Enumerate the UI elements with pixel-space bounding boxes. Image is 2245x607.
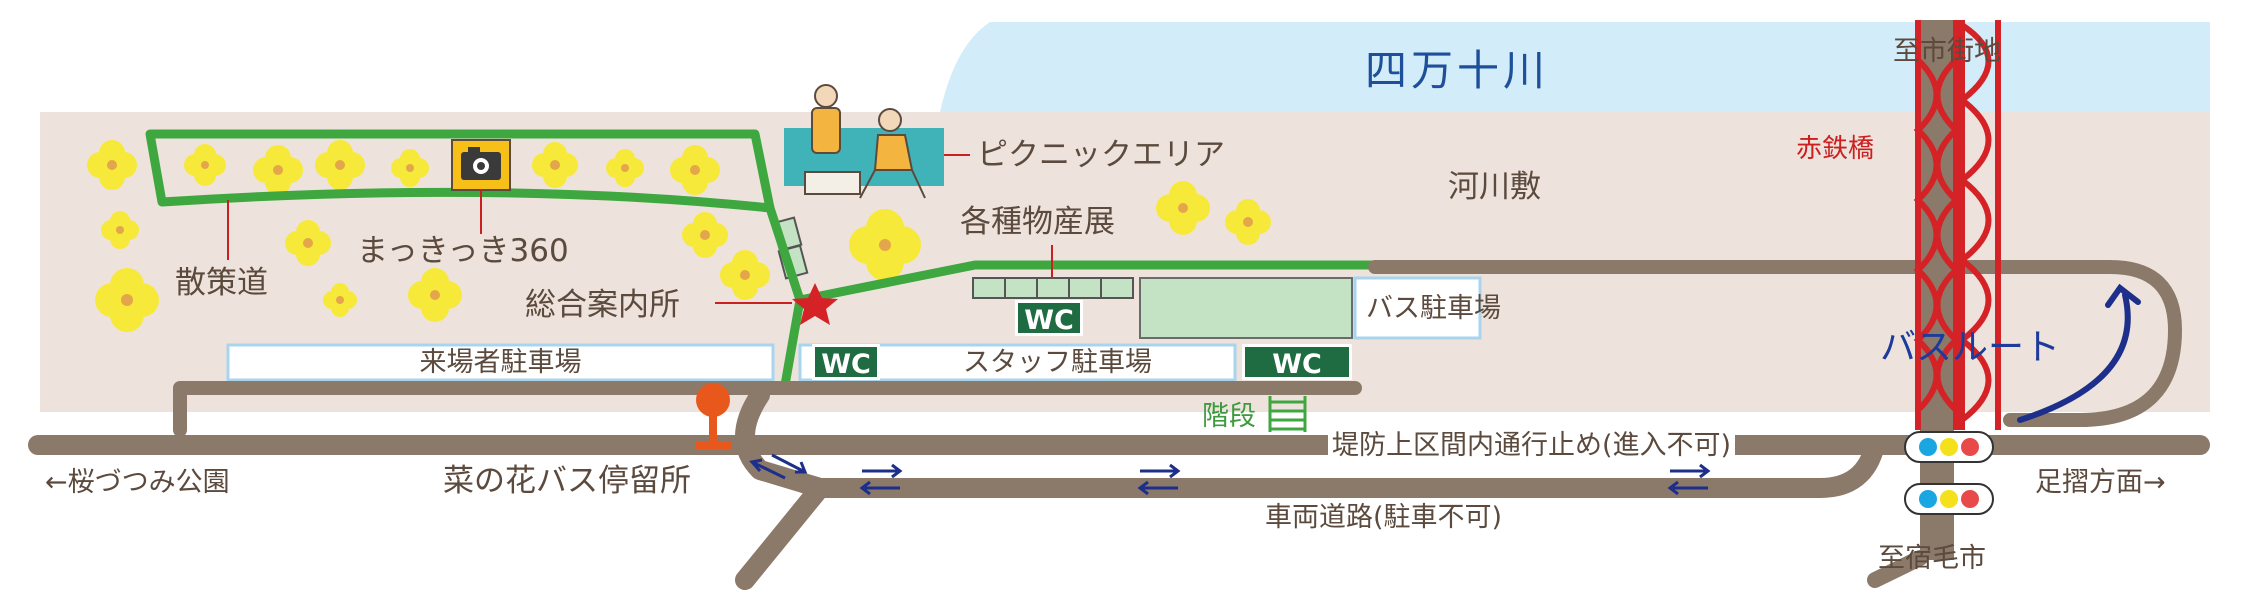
red-iron-bridge bbox=[1913, 20, 2001, 560]
direction-west: ←桜づつみ公園 bbox=[45, 467, 230, 498]
stairs-icon bbox=[1268, 396, 1307, 432]
camera-icon bbox=[451, 139, 511, 191]
star-icon bbox=[792, 283, 838, 325]
product-fair-label: 各種物産展 bbox=[960, 204, 1115, 240]
bus-parking-label: バス駐車場 bbox=[1366, 293, 1501, 324]
riverbed-label: 河川敷 bbox=[1448, 169, 1541, 205]
bus-stop-icon bbox=[695, 383, 731, 449]
stairs-label: 階段 bbox=[1202, 401, 1256, 432]
visitor-parking-label: 来場者駐車場 bbox=[419, 347, 582, 378]
direction-north: 至市街地 bbox=[1893, 36, 2001, 67]
river-area bbox=[940, 22, 2210, 112]
direction-south: 至宿毛市 bbox=[1878, 543, 1986, 574]
picnic-area-label: ピクニックエリア bbox=[977, 137, 1225, 173]
flower-icons bbox=[87, 140, 1271, 332]
bridge-label: 赤鉄橋 bbox=[1796, 134, 1875, 164]
wc-bus-parking: WC bbox=[1242, 344, 1352, 380]
levee-closure-notice: 堤防上区間内通行止め(進入不可) bbox=[1328, 430, 1736, 461]
picnic-icon bbox=[784, 84, 944, 199]
wc-product-fair: WC bbox=[1015, 300, 1083, 336]
product-fair-stalls bbox=[972, 277, 1134, 299]
staff-parking-label: スタッフ駐車場 bbox=[963, 347, 1152, 378]
traffic-light-icon bbox=[1904, 431, 1994, 515]
photo-spot-label: まっきっき360 bbox=[357, 233, 569, 269]
vehicle-road-label: 車両道路(駐車不可) bbox=[1265, 502, 1503, 533]
bus-parking-area bbox=[1139, 277, 1353, 339]
bus-stop-label: 菜の花バス停留所 bbox=[443, 463, 691, 499]
wc-staff-parking: WC bbox=[812, 344, 880, 380]
info-center-label: 総合案内所 bbox=[525, 287, 680, 323]
bus-route-arrow-icon bbox=[2017, 283, 2141, 423]
river-name: 四万十川 bbox=[1365, 46, 1550, 95]
two-way-arrow-icons bbox=[749, 453, 1711, 496]
walking-path-label: 散策道 bbox=[175, 265, 268, 301]
bus-route-label: バスルート bbox=[1880, 327, 2061, 368]
roads bbox=[28, 260, 2210, 590]
bus-parking-lot bbox=[1353, 276, 1482, 340]
direction-east: 足摺方面→ bbox=[2035, 467, 2166, 498]
visitor-parking-lot bbox=[226, 343, 775, 382]
